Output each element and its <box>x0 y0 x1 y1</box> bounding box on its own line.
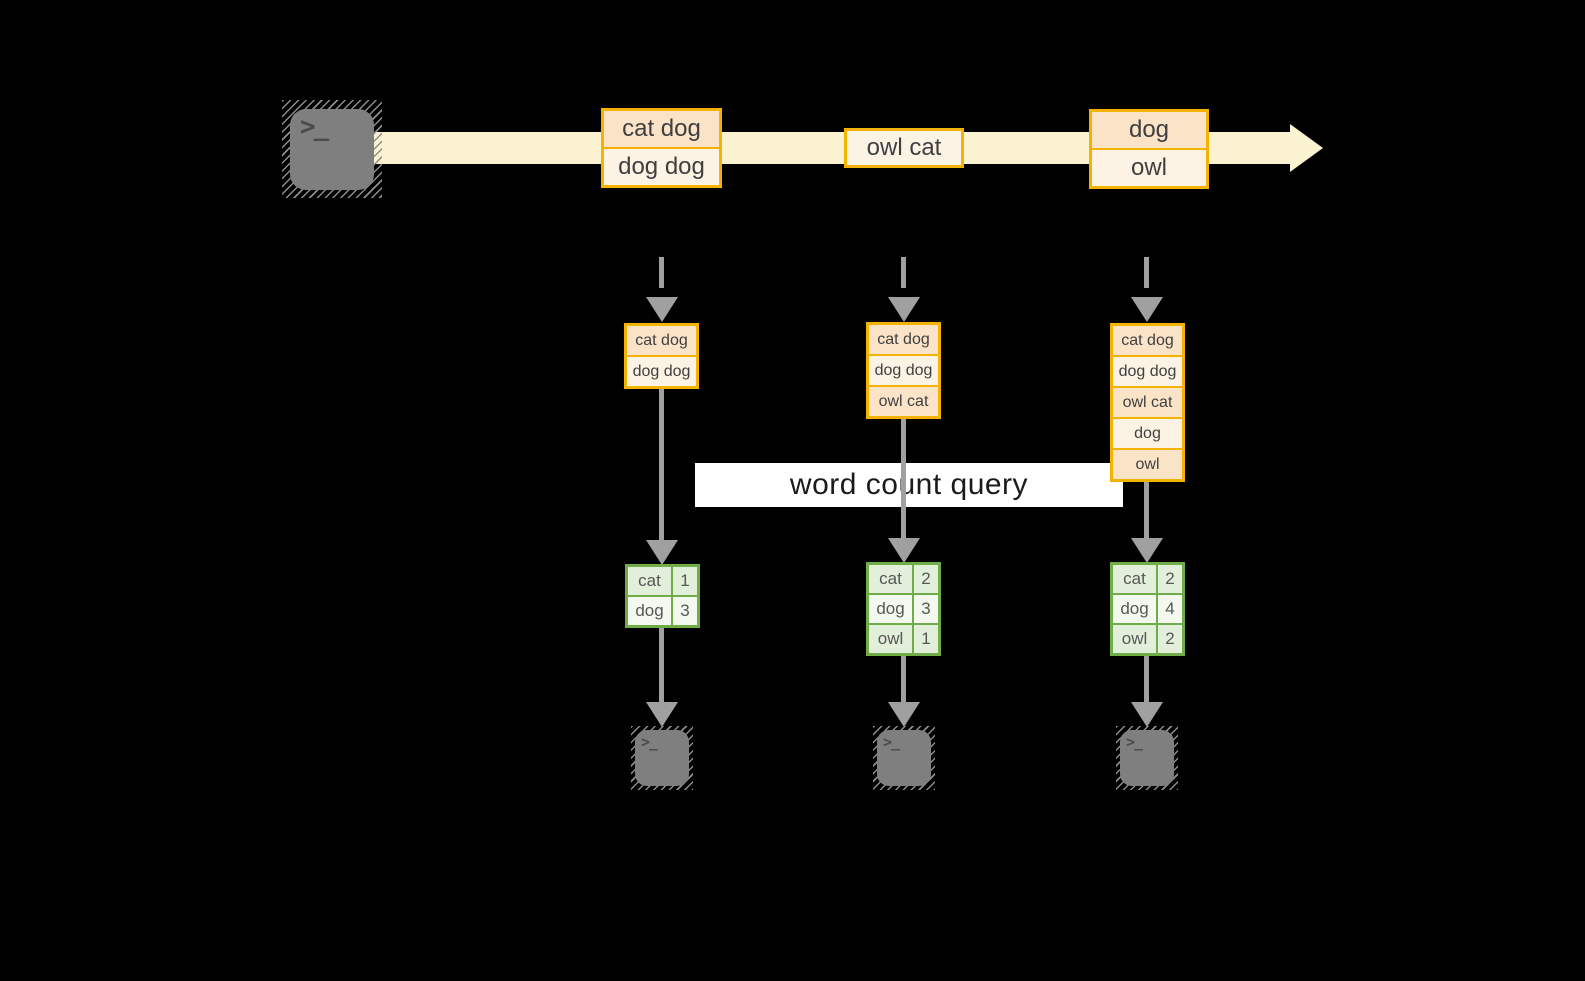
terminal-body <box>635 730 689 786</box>
table-row: owl 2 <box>1113 625 1182 653</box>
dashed-arrow-stem <box>659 257 664 288</box>
arrow-head-icon <box>888 702 920 727</box>
buffer-record: cat dog <box>869 325 938 354</box>
table-row: cat 1 <box>628 567 697 595</box>
arrow-stem <box>659 628 664 703</box>
table-row: cat 2 <box>1113 565 1182 593</box>
stream-batch-1: cat dog dog dog <box>601 108 722 188</box>
buffer-record: dog dog <box>1113 357 1182 386</box>
buffer-record: owl cat <box>1113 388 1182 417</box>
arrow-head-icon <box>646 702 678 727</box>
terminal-body <box>290 109 374 190</box>
count-table-1: cat 1 dog 3 <box>625 564 700 628</box>
word-cell: owl <box>869 625 912 653</box>
count-cell: 2 <box>914 565 938 593</box>
count-cell: 1 <box>914 625 938 653</box>
buffer-record: owl cat <box>869 387 938 416</box>
buffer-record: owl <box>1113 450 1182 479</box>
arrow-stem <box>1144 656 1149 703</box>
terminal-body <box>877 730 931 786</box>
word-cell: dog <box>628 597 671 625</box>
stream-record: cat dog <box>604 111 719 147</box>
count-cell: 2 <box>1158 565 1182 593</box>
arrow-stem <box>901 656 906 703</box>
count-table-3: cat 2 dog 4 owl 2 <box>1110 562 1185 656</box>
word-cell: dog <box>869 595 912 623</box>
count-cell: 4 <box>1158 595 1182 623</box>
sink-terminal-icon-3: >_ <box>1116 726 1178 790</box>
table-row: owl 1 <box>869 625 938 653</box>
buffer-stack-1: cat dog dog dog <box>624 323 699 389</box>
word-cell: cat <box>628 567 671 595</box>
sink-terminal-icon-2: >_ <box>873 726 935 790</box>
dashed-arrow-stem <box>901 257 906 288</box>
dashed-arrow-stem <box>1144 257 1149 288</box>
buffer-record: dog <box>1113 419 1182 448</box>
terminal-prompt-icon: >_ <box>300 112 329 142</box>
arrow-stem <box>1144 482 1149 539</box>
dashed-arrow-head-icon <box>646 297 678 322</box>
buffer-record: cat dog <box>1113 326 1182 355</box>
stream-batch-2: owl cat <box>844 128 964 168</box>
arrow-stem <box>659 389 664 541</box>
arrow-head-icon <box>646 540 678 565</box>
count-cell: 3 <box>673 597 697 625</box>
stream-record: owl cat <box>847 131 961 165</box>
buffer-stack-2: cat dog dog dog owl cat <box>866 322 941 419</box>
table-row: dog 4 <box>1113 595 1182 623</box>
table-row: dog 3 <box>869 595 938 623</box>
count-table-2: cat 2 dog 3 owl 1 <box>866 562 941 656</box>
query-banner: word count query <box>695 463 1123 507</box>
stream-record: owl <box>1092 150 1206 186</box>
stream-batch-3: dog owl <box>1089 109 1209 189</box>
arrow-head-icon <box>888 538 920 563</box>
count-cell: 2 <box>1158 625 1182 653</box>
stream-timeline-arrowhead-icon <box>1290 124 1323 172</box>
word-cell: owl <box>1113 625 1156 653</box>
arrow-head-icon <box>1131 702 1163 727</box>
table-row: dog 3 <box>628 597 697 625</box>
dashed-arrow-head-icon <box>888 297 920 322</box>
stream-record: dog dog <box>604 149 719 185</box>
source-terminal-icon: >_ <box>282 100 382 198</box>
buffer-record: cat dog <box>627 326 696 355</box>
count-cell: 3 <box>914 595 938 623</box>
terminal-prompt-icon: >_ <box>1126 733 1143 751</box>
terminal-prompt-icon: >_ <box>883 733 900 751</box>
dashed-arrow-head-icon <box>1131 297 1163 322</box>
buffer-stack-3: cat dog dog dog owl cat dog owl <box>1110 323 1185 482</box>
buffer-record: dog dog <box>869 356 938 385</box>
table-row: cat 2 <box>869 565 938 593</box>
terminal-body <box>1120 730 1174 786</box>
stream-record: dog <box>1092 112 1206 148</box>
sink-terminal-icon-1: >_ <box>631 726 693 790</box>
arrow-head-icon <box>1131 538 1163 563</box>
word-cell: dog <box>1113 595 1156 623</box>
terminal-prompt-icon: >_ <box>641 733 658 751</box>
word-cell: cat <box>1113 565 1156 593</box>
buffer-record: dog dog <box>627 357 696 386</box>
word-cell: cat <box>869 565 912 593</box>
count-cell: 1 <box>673 567 697 595</box>
arrow-stem <box>901 419 906 539</box>
